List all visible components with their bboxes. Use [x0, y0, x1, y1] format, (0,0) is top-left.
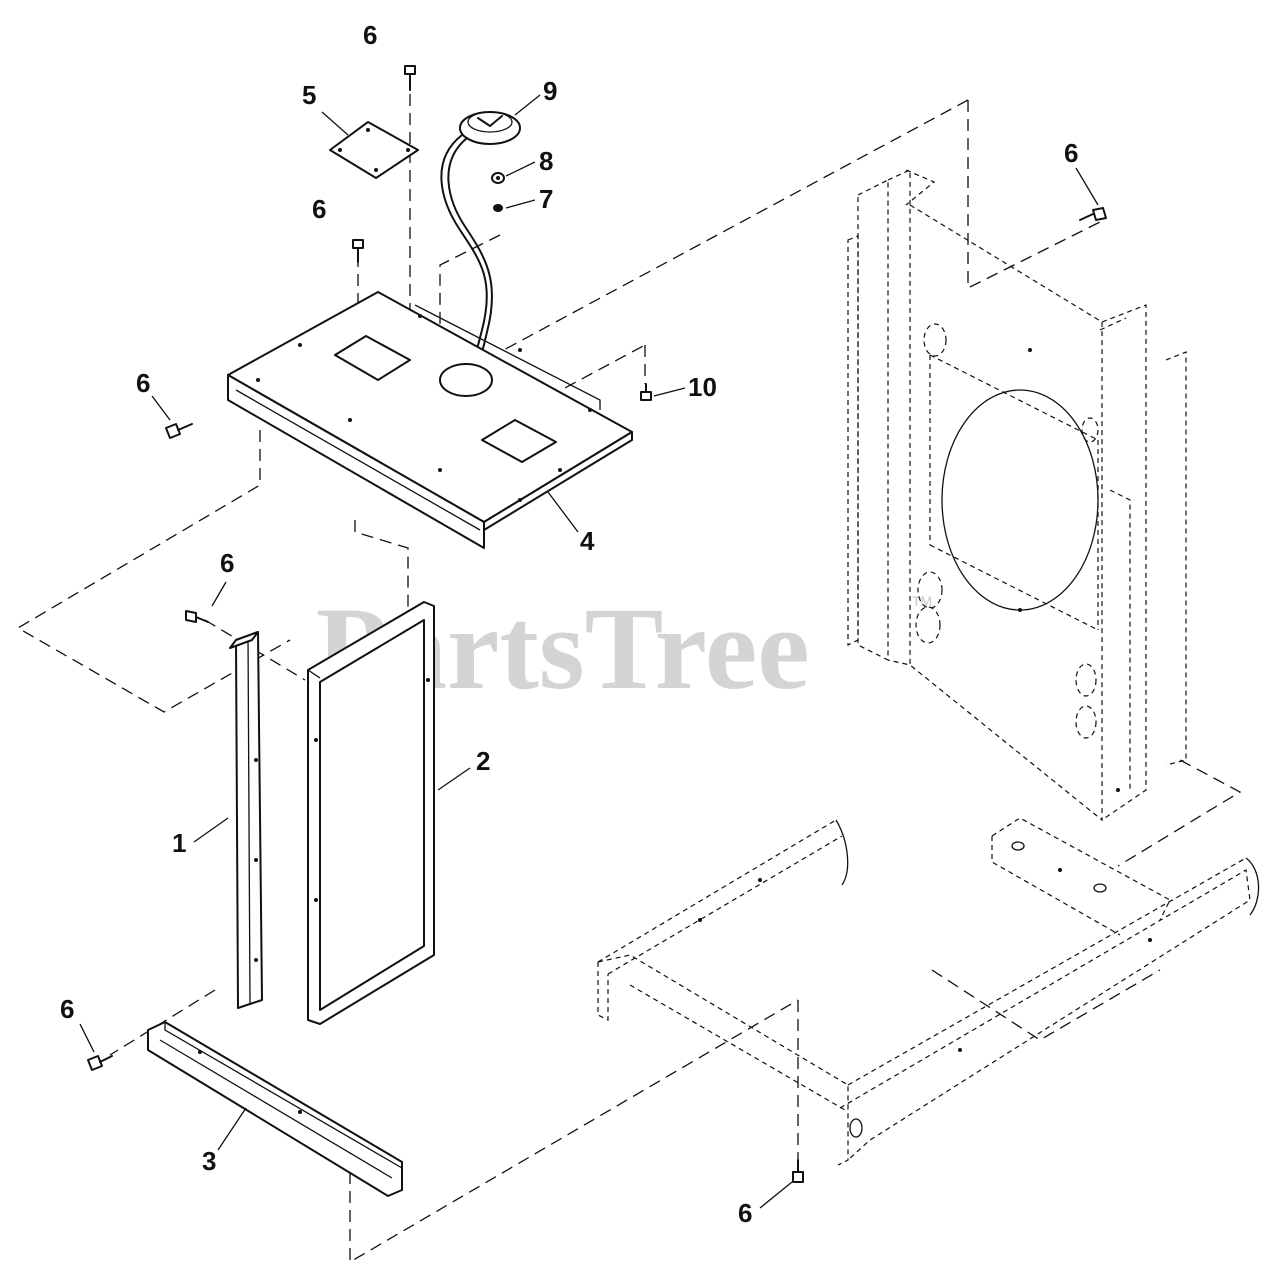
- callout-6-right: 6: [1064, 138, 1078, 168]
- leader-lines: [79, 94, 1099, 1209]
- callout-8: 8: [539, 146, 553, 176]
- part-3-base-rail: [147, 1021, 403, 1197]
- base-frame-assembly: [597, 817, 1260, 1166]
- watermark-trademark: TM: [912, 593, 932, 609]
- part-2-frame: [307, 601, 435, 1025]
- radiator-shroud-assembly: [847, 169, 1187, 822]
- callout-6-center: 6: [220, 548, 234, 578]
- part-1-channel: [229, 631, 263, 1009]
- callout-6-top: 6: [363, 20, 377, 50]
- part-5-cover-plate: [329, 121, 419, 179]
- parts-7-8-fasteners: [491, 172, 505, 212]
- bolts: [87, 65, 1107, 1183]
- callout-4: 4: [580, 526, 595, 556]
- bolt-left-top: [352, 239, 364, 263]
- part-4-top-panel: [227, 291, 633, 549]
- callout-2: 2: [476, 746, 490, 776]
- assembly-guide-lines: [16, 75, 1242, 1264]
- bolt-top: [404, 65, 416, 91]
- bolt-lower-left: [87, 1055, 113, 1071]
- callout-6-mid: 6: [312, 194, 326, 224]
- callout-labels: 6 5 9 8 7 6 6 10 4 6 2 1 6 3 6 6: [60, 20, 1078, 1228]
- callout-9: 9: [543, 76, 557, 106]
- callout-6-bottom: 6: [738, 1198, 752, 1228]
- callout-6-lower-left: 6: [60, 994, 74, 1024]
- bolt-mid: [185, 610, 209, 623]
- bolt-right-top: [1079, 207, 1107, 221]
- bolt-10: [640, 383, 652, 401]
- bolt-bottom: [792, 1159, 804, 1183]
- callout-10: 10: [688, 372, 717, 402]
- callout-5: 5: [302, 80, 316, 110]
- bolt-left-panel: [165, 423, 193, 439]
- callout-1: 1: [172, 828, 186, 858]
- callout-3: 3: [202, 1146, 216, 1176]
- callout-7: 7: [539, 184, 553, 214]
- callout-6-left: 6: [136, 368, 150, 398]
